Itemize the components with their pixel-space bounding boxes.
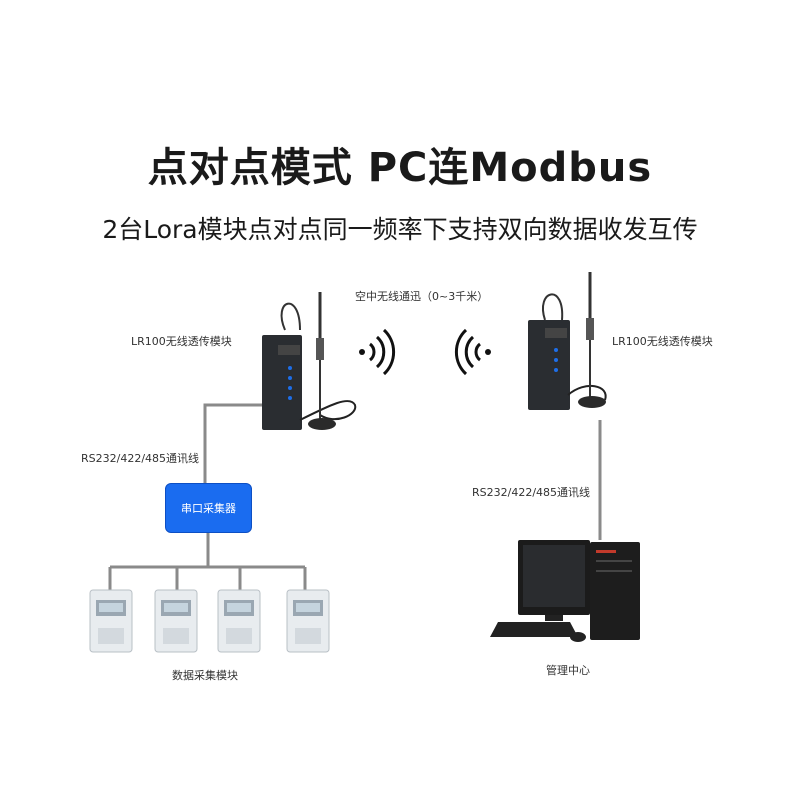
computer-icon <box>490 540 640 642</box>
data-module-label: 数据采集模块 <box>172 667 238 683</box>
lr100-module-right <box>528 272 606 410</box>
wifi-signal-right-icon <box>359 330 394 374</box>
serial-right-label: RS232/422/485通讯线 <box>472 484 590 500</box>
serial-collector-box: 串口采集器 <box>165 483 252 533</box>
air-range-label: 空中无线通迅（0~3千米） <box>355 288 488 304</box>
meter-icon <box>155 590 197 652</box>
meter-icon <box>218 590 260 652</box>
meter-icon <box>287 590 329 652</box>
meter-icon <box>90 590 132 652</box>
module-right-label: LR100无线透传模块 <box>612 333 713 349</box>
wifi-signal-left-icon <box>456 330 491 374</box>
lr100-module-left <box>262 292 355 430</box>
management-center-label: 管理中心 <box>546 662 590 678</box>
serial-left-label: RS232/422/485通讯线 <box>81 450 199 466</box>
line-module-to-collector <box>205 405 268 483</box>
module-left-label: LR100无线透传模块 <box>131 333 232 349</box>
